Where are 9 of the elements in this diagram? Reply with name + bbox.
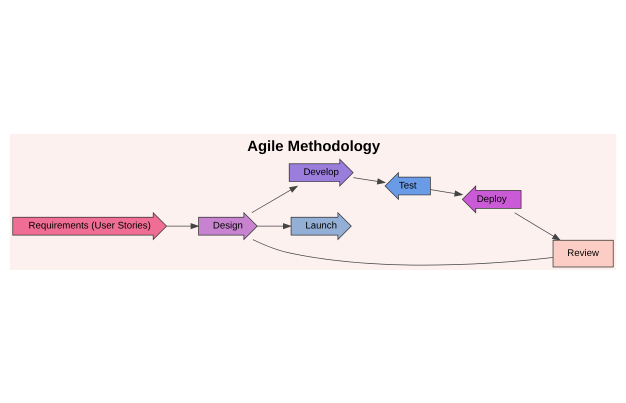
arrow <box>257 222 292 229</box>
diagram-title: Agile Methodology <box>247 138 380 155</box>
connector <box>252 238 554 265</box>
arrow <box>514 212 562 240</box>
arrow <box>166 222 200 229</box>
arrow <box>251 185 298 213</box>
arrow <box>352 176 386 184</box>
node-box: Review <box>552 239 614 267</box>
arrow <box>430 188 464 196</box>
